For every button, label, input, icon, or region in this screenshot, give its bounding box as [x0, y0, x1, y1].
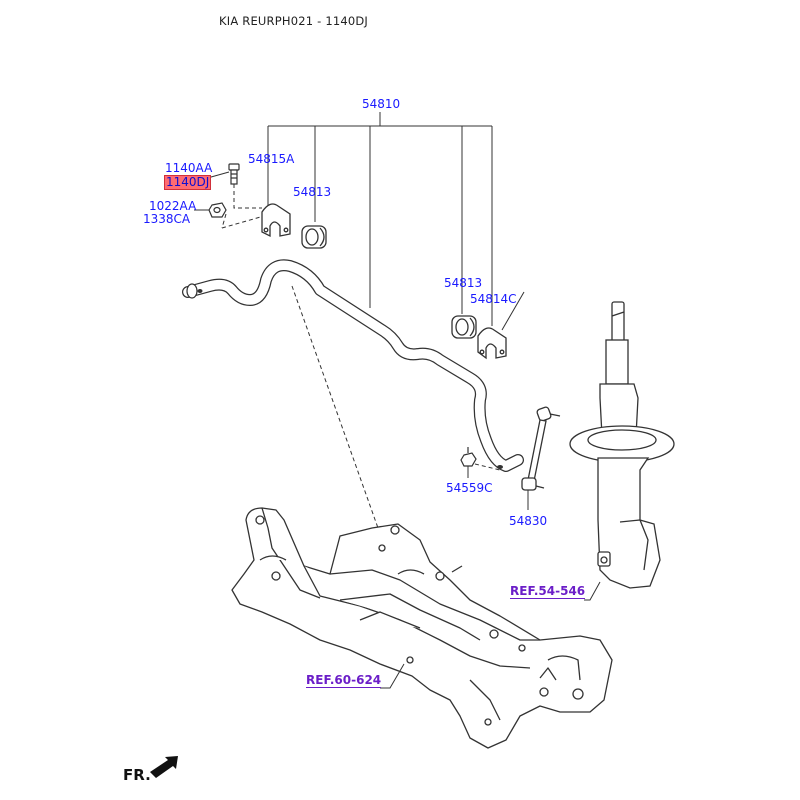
bolt-icon — [228, 163, 240, 185]
callout-54813-top[interactable]: 54813 — [293, 185, 332, 199]
callout-1140aa[interactable]: 1140AA — [165, 161, 213, 175]
nut-icon — [208, 202, 227, 218]
callout-54814c[interactable]: 54814C — [470, 292, 517, 306]
ref-link-60-624[interactable]: REF.60-624 — [306, 673, 382, 688]
ref-link-54-546[interactable]: REF.54-546 — [510, 584, 586, 599]
diagram-header: KIA REURPH021 - 1140DJ — [219, 14, 369, 28]
bushing-icon — [301, 225, 327, 249]
callout-1338ca[interactable]: 1338CA — [143, 212, 191, 226]
callout-1022aa[interactable]: 1022AA — [149, 199, 197, 213]
stabilizer-link-icon — [521, 406, 561, 491]
callout-1140dj-highlighted[interactable]: 1140DJ — [164, 175, 212, 190]
strut-assembly-icon — [569, 301, 675, 589]
bracket-54814c-icon — [477, 327, 507, 360]
callout-54830[interactable]: 54830 — [509, 514, 548, 528]
callout-54559c[interactable]: 54559C — [446, 481, 493, 495]
subframe-icon — [231, 507, 613, 749]
callout-54813-mid[interactable]: 54813 — [444, 276, 483, 290]
dashed-bracket-lines — [221, 184, 501, 529]
bushing-icon-mid — [451, 315, 477, 339]
bracket-54815a-icon — [261, 203, 291, 238]
callout-54810[interactable]: 54810 — [362, 97, 401, 111]
stabilizer-bar-icon — [182, 259, 524, 472]
callout-54815a[interactable]: 54815A — [248, 152, 295, 166]
front-direction-label: FR. — [123, 766, 151, 784]
nut-54559c-icon — [460, 447, 477, 467]
leader-54810 — [267, 112, 493, 326]
front-direction-arrow-icon — [150, 756, 178, 778]
